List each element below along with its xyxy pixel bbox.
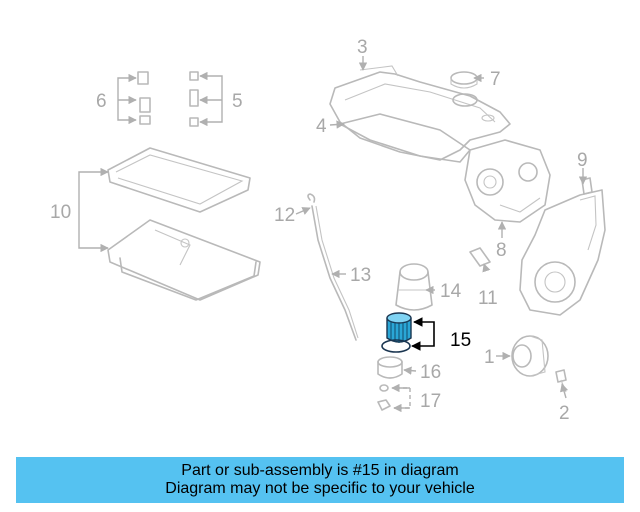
- banner-line-2: Diagram may not be specific to your vehi…: [165, 480, 475, 497]
- callout-1: 1: [484, 347, 495, 368]
- callout-9: 9: [577, 150, 588, 171]
- drain-plug-part: [377, 384, 391, 411]
- banner-line-1: Part or sub-assembly is #15 in diagram: [181, 462, 459, 479]
- pan-bolts-part: [137, 71, 199, 127]
- valve-cover-gasket-part: [339, 113, 471, 163]
- timing-housing-part: [519, 177, 606, 316]
- callout-16: 16: [420, 362, 441, 383]
- pulley-bolt-part: [555, 369, 567, 393]
- info-banner: Part or sub-assembly is #15 in diagram D…: [16, 457, 624, 503]
- sensor-part: [469, 247, 491, 267]
- callout-8: 8: [496, 240, 507, 261]
- callout-5: 5: [232, 91, 243, 112]
- callout-6: 6: [96, 91, 107, 112]
- oil-filter-part: [381, 312, 412, 353]
- leader-lines: [78, 56, 588, 413]
- callout-3: 3: [357, 37, 368, 58]
- callout-17: 17: [420, 391, 441, 412]
- oil-filler-cap-part: [450, 71, 478, 89]
- callout-15: 15: [450, 330, 471, 351]
- callout-2: 2: [559, 403, 570, 424]
- callout-labels: 1 2 3 4 5 6 7 8 9 10 11 12 13 14 15 16 1…: [50, 37, 588, 424]
- callout-13: 13: [350, 265, 371, 286]
- parts-diagram: 1 2 3 4 5 6 7 8 9 10 11 12 13 14 15 16 1…: [50, 37, 606, 424]
- callout-4: 4: [316, 116, 327, 137]
- callout-11: 11: [478, 288, 498, 309]
- callout-12: 12: [274, 205, 295, 226]
- callout-14: 14: [440, 281, 462, 302]
- oil-pan-part: [107, 219, 261, 301]
- oil-pan-gasket-part: [107, 147, 251, 213]
- callout-10: 10: [50, 202, 71, 223]
- crankshaft-pulley-part: [511, 335, 549, 377]
- oil-filter-housing-part: [395, 263, 433, 311]
- callout-7: 7: [490, 69, 501, 90]
- filter-cap-part: [377, 356, 403, 379]
- front-cover-part: [464, 139, 551, 223]
